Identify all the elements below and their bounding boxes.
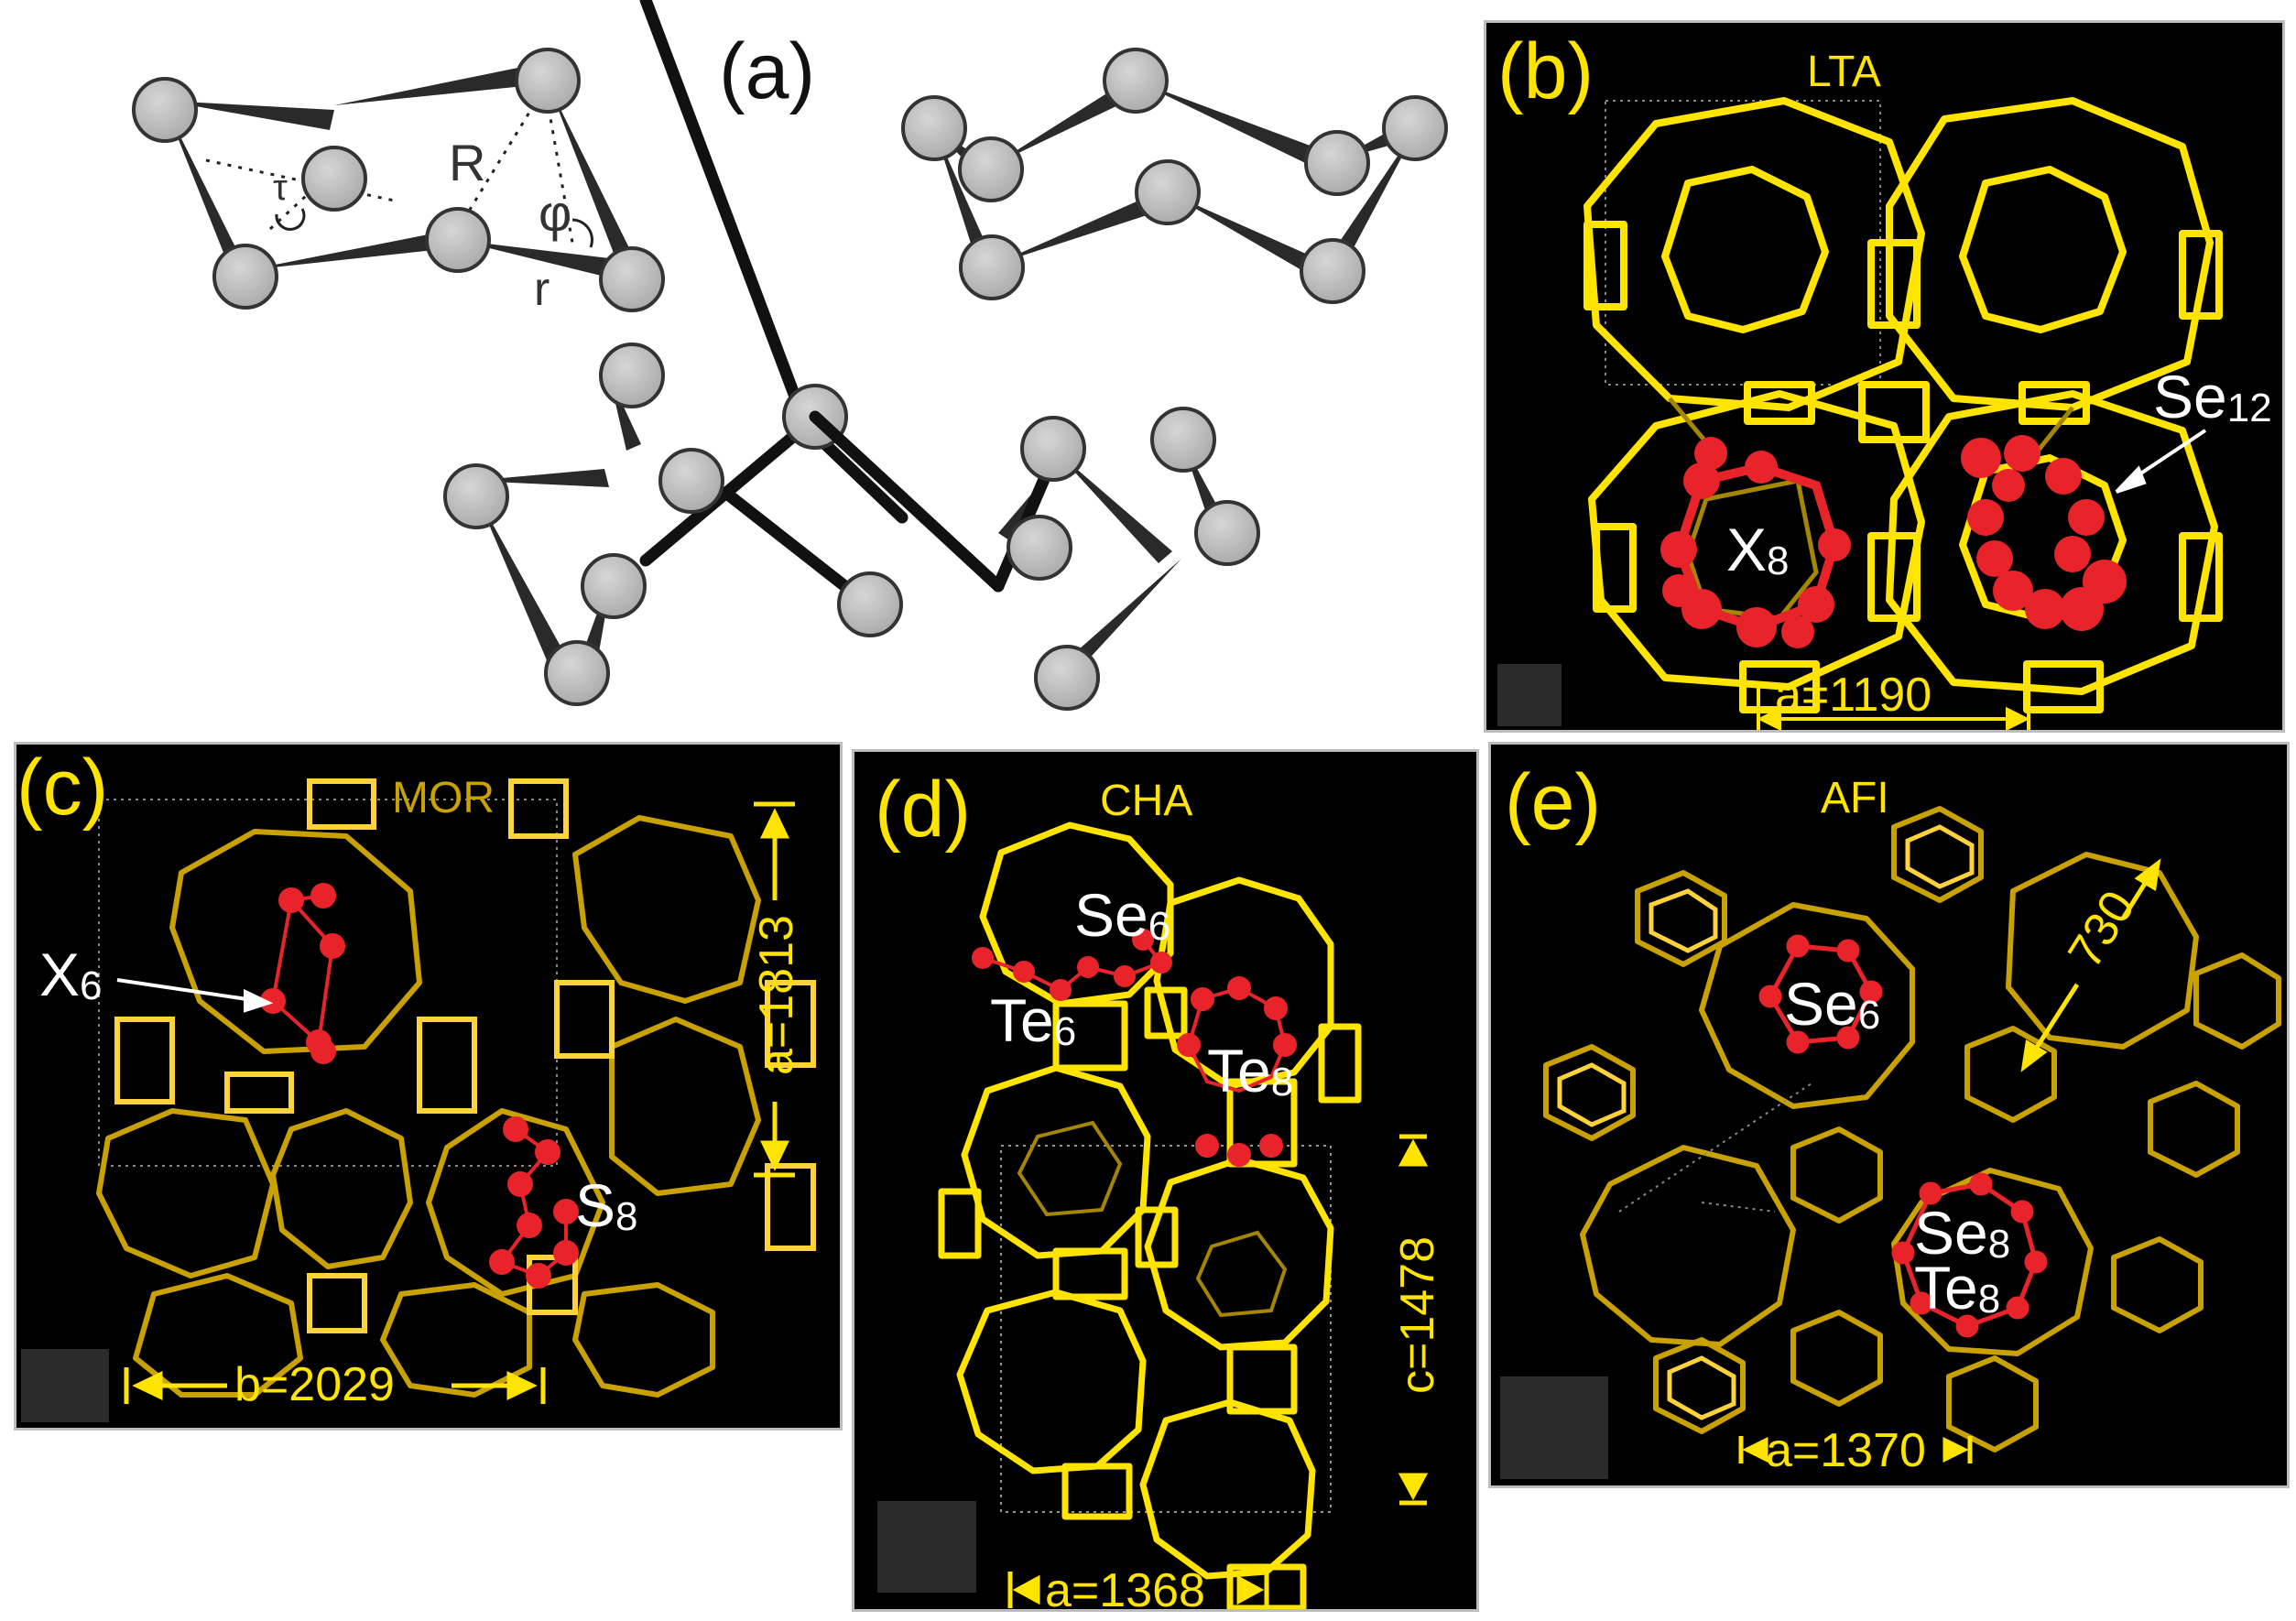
mol1-sub: 8	[1767, 539, 1790, 583]
panel-e-dimension-h: a=1370	[1766, 1424, 1926, 1477]
mol2-sub: 12	[2226, 386, 2272, 430]
rings-2-3	[809, 48, 1448, 711]
se12-arrow	[2115, 429, 2207, 494]
panel-e-scalebar-box	[1500, 1376, 1608, 1479]
panel-e-framework-name: AFI	[1821, 774, 1889, 822]
panel-b-mol2: Se12	[2153, 366, 2272, 429]
mol2-sub: 6	[1053, 1009, 1077, 1054]
phi-symbol: φ	[539, 184, 572, 242]
mol3-sub: 8	[1977, 1277, 2001, 1322]
panel-d-scalebar-box	[877, 1501, 976, 1593]
panel-b: (b) LTA X8 Se12 a=1190	[1484, 20, 2285, 733]
mol3-base: Te	[1914, 1254, 1978, 1322]
panel-e-mol2: Se8	[1914, 1202, 2010, 1265]
mor-vertical-dimension	[754, 801, 795, 1178]
panel-d: (d) CHA Se6 Te6 Te8 c=1478 a=1368	[852, 749, 1479, 1612]
panel-d-label: (d)	[875, 766, 972, 854]
panel-c-mol2: S8	[575, 1175, 638, 1237]
ring-3-struts-b	[639, 419, 812, 567]
ring-1-atoms	[132, 48, 665, 312]
tau-symbol: τ	[273, 168, 288, 208]
panel-d-mol3: Te8	[1207, 1040, 1293, 1103]
se6-te6-molecule	[972, 929, 1172, 1001]
se12-atoms	[1961, 435, 2127, 631]
panel-c-mol1: X6	[39, 944, 103, 1006]
mol1-sub: 6	[1148, 904, 1171, 949]
mol2-sub: 8	[1987, 1222, 2011, 1267]
panel-d-framework-name: CHA	[1100, 777, 1193, 825]
cha-framework	[938, 821, 1429, 1609]
cha-vertical-dimension	[1398, 1134, 1429, 1506]
mol2-base: Se	[1914, 1199, 1988, 1267]
panel-c: (c) MOR X6 S8 a=1813 b=2029	[14, 742, 843, 1431]
x6-molecule	[260, 883, 345, 1064]
x6-arrow	[116, 978, 274, 1013]
panel-e-mol1: Se6	[1784, 974, 1880, 1036]
panel-a: (a) τ R φ r	[0, 0, 916, 733]
panel-b-scalebar-box	[1497, 664, 1561, 726]
mol2-base: S	[575, 1171, 616, 1239]
x8-atoms	[1660, 437, 1851, 648]
panel-b-label: (b)	[1497, 27, 1594, 115]
mor-framework	[96, 778, 816, 1404]
phi-arc	[571, 218, 593, 248]
s8-molecule	[489, 1116, 579, 1289]
mol1-base: X	[1726, 516, 1768, 583]
chalcogen-ring-diagrams	[132, 0, 909, 706]
panel-b-mol1: X8	[1726, 519, 1790, 582]
se8-te8-ring	[1891, 1172, 2048, 1338]
panel-d-dimension-v: c=1478	[1391, 1235, 1444, 1394]
R-symbol: R	[449, 134, 486, 191]
afi-diagonal-dimension	[2020, 858, 2161, 1072]
lta-dimension-line	[1757, 682, 2030, 730]
mol1-sub: 6	[1857, 993, 1881, 1038]
panel-b-framework-name: LTA	[1807, 48, 1881, 96]
panel-a-label: (a)	[719, 27, 816, 115]
te8-molecule	[1177, 976, 1297, 1167]
se6-ring	[1758, 934, 1883, 1054]
lta-framework	[1583, 97, 2223, 730]
mol2-base: Se	[2153, 363, 2227, 430]
mol1-sub: 6	[80, 963, 103, 1008]
panel-e: (e) AFI Se6 Se8 Te8 730 a=1370	[1488, 742, 2290, 1488]
mol2-sub: 8	[615, 1194, 638, 1239]
mol1-base: Se	[1074, 881, 1148, 949]
mol1-base: X	[39, 941, 81, 1008]
afi-framework	[1543, 806, 2281, 1463]
panel-b-dimension: a=1190	[1775, 669, 1932, 722]
tau-arc	[275, 208, 306, 231]
r-symbol: r	[534, 263, 550, 316]
ring-1-bonds	[165, 64, 644, 284]
panel-c-dimension-h: b=2029	[234, 1358, 395, 1411]
panel-d-mol1: Se6	[1074, 885, 1170, 947]
panel-c-dimension-v: a=1813	[750, 915, 803, 1075]
panel-e-mol3: Te8	[1914, 1257, 2000, 1320]
panel-d-dimension-h: a=1368	[1045, 1564, 1205, 1612]
mol3-sub: 8	[1270, 1060, 1294, 1104]
mol1-base: Se	[1784, 970, 1858, 1038]
afi-horizontal-dimension	[1738, 1436, 1973, 1463]
panel-c-framework-name: MOR	[392, 774, 495, 822]
panel-c-scalebar-box	[21, 1349, 109, 1422]
mol2-base: Te	[990, 986, 1054, 1054]
cha-horizontal-dimension	[1007, 1572, 1269, 1608]
panel-c-label: (c)	[16, 744, 109, 832]
mor-horizontal-dimension	[124, 1367, 546, 1404]
panel-e-label: (e)	[1505, 758, 1602, 846]
panel-d-mol2: Te6	[990, 990, 1076, 1052]
mol3-base: Te	[1207, 1037, 1271, 1104]
